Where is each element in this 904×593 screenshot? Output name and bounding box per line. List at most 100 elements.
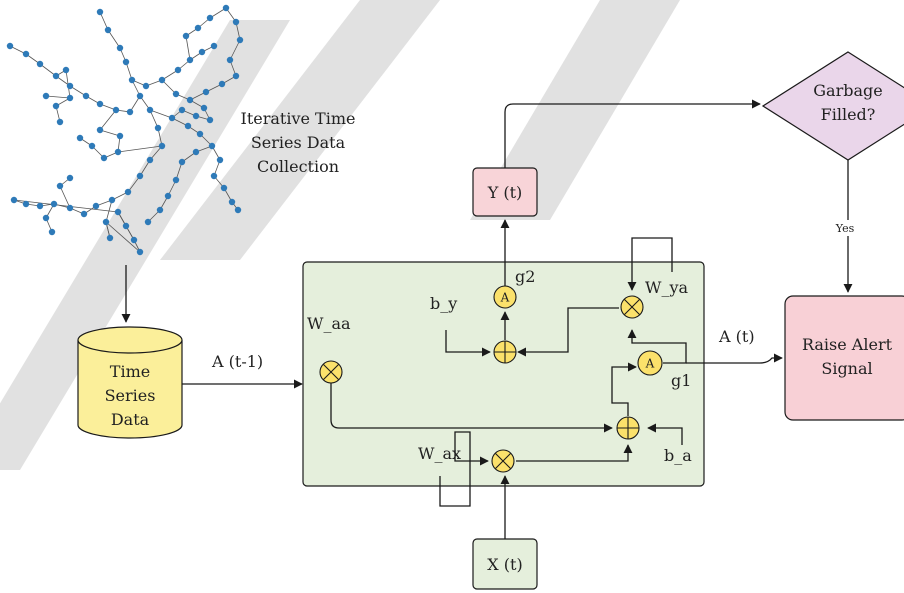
network-node: [220, 184, 228, 192]
network-node: [136, 172, 144, 180]
network-node: [62, 66, 70, 74]
network-node: [186, 56, 194, 64]
network-node: [88, 142, 96, 150]
multiply-operator-icon: [491, 449, 515, 473]
network-node: [126, 108, 134, 116]
network-node: [52, 72, 60, 80]
label-g1: g1: [671, 371, 691, 390]
network-node: [174, 66, 182, 74]
network-node: [226, 56, 234, 64]
network-node: [96, 8, 104, 16]
network-node: [234, 206, 242, 214]
rnn-cell: [302, 261, 705, 487]
multiply-operator-icon: [620, 295, 644, 319]
label-w-ax: W_ax: [418, 444, 461, 463]
time-series-database: Time Series Data: [77, 326, 183, 439]
label-b-a: b_a: [664, 446, 692, 465]
network-node: [80, 210, 88, 218]
network-node: [42, 214, 50, 222]
network-node: [96, 126, 104, 134]
network-node: [122, 222, 130, 230]
network-node: [192, 148, 200, 156]
operator-nodes: AA: [319, 285, 663, 473]
network-node: [66, 204, 74, 212]
activation-operator-icon: A: [493, 285, 517, 309]
alert-label-2: Signal: [821, 359, 872, 378]
network-node: [146, 106, 154, 114]
network-node: [56, 118, 64, 126]
network-node: [206, 116, 214, 124]
network-node: [36, 202, 44, 210]
network-node: [196, 130, 204, 138]
network-node: [172, 90, 180, 98]
network-node: [114, 148, 122, 156]
network-node: [172, 176, 180, 184]
caption-line-2: Series Data: [251, 133, 346, 152]
network-node: [102, 218, 110, 226]
network-node: [116, 44, 124, 52]
db-label-2: Series: [105, 386, 156, 405]
network-node: [108, 196, 116, 204]
network-node: [228, 198, 236, 206]
alert-box: [784, 295, 904, 421]
network-node: [82, 92, 90, 100]
arrow-output-to-decision: [504, 99, 761, 168]
network-node: [124, 188, 132, 196]
network-node: [76, 134, 84, 142]
network-node: [178, 106, 186, 114]
network-node: [114, 208, 122, 216]
activation-symbol: A: [645, 357, 655, 371]
network-node: [128, 76, 136, 84]
network-node: [22, 50, 30, 58]
network-node: [182, 32, 190, 40]
network-node: [122, 58, 130, 66]
db-label-3: Data: [111, 410, 150, 429]
network-node: [48, 228, 56, 236]
activation-operator-icon: A: [637, 350, 663, 376]
network-node: [142, 82, 150, 90]
network-node: [50, 200, 58, 208]
network-node: [236, 36, 244, 44]
activation-symbol: A: [500, 291, 510, 305]
yes-label-bg: [830, 220, 860, 236]
network-node: [136, 248, 144, 256]
multiply-operator-icon: [319, 360, 343, 384]
watermark-bands: [0, 0, 680, 470]
network-node: [208, 142, 216, 150]
network-node: [218, 80, 226, 88]
network-node: [158, 76, 166, 84]
network-node: [112, 106, 120, 114]
network-node: [104, 26, 112, 34]
network-node: [198, 48, 206, 56]
network-node: [136, 92, 144, 100]
network-node: [106, 234, 114, 242]
edge-label-prev-state: A (t-1): [211, 352, 263, 371]
alert-label-1: Raise Alert: [802, 335, 893, 354]
network-node: [194, 24, 202, 32]
caption-line-1: Iterative Time: [241, 109, 356, 128]
network-node: [6, 42, 14, 50]
caption-line-3: Collection: [257, 157, 339, 176]
edge-label-yes: Yes: [835, 222, 855, 235]
network-node: [164, 192, 172, 200]
network-node: [100, 154, 108, 162]
network-node: [202, 88, 210, 96]
network-node: [66, 94, 74, 102]
network-node: [186, 96, 194, 104]
network-node: [96, 100, 104, 108]
decision-label-2: Filled?: [821, 105, 876, 124]
network-node: [146, 156, 154, 164]
db-label-1: Time: [110, 362, 150, 381]
network-node: [178, 158, 186, 166]
network-node: [66, 174, 74, 182]
network-node: [158, 142, 166, 150]
network-node: [210, 42, 218, 50]
decision-label-1: Garbage: [813, 81, 882, 100]
network-node: [116, 132, 124, 140]
network-node: [200, 104, 208, 112]
network-node: [232, 72, 240, 80]
network-node: [10, 196, 18, 204]
network-node: [156, 206, 164, 214]
